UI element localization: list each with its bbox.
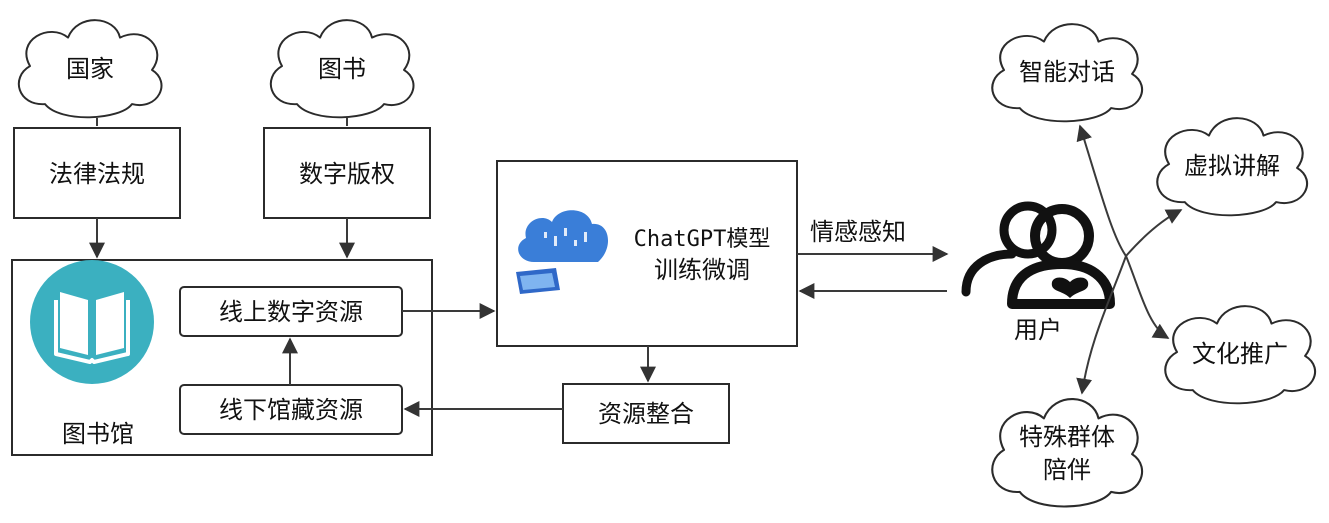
copyright-label: 数字版权 — [299, 160, 395, 188]
online-resources-label: 线上数字资源 — [219, 298, 363, 326]
books-cloud: 图书 — [269, 19, 415, 119]
cloud-computing-icon — [518, 210, 609, 262]
tablet-icon — [516, 268, 560, 294]
offline-resources-label: 线下馆藏资源 — [219, 396, 363, 424]
emotion-label: 情感感知 — [810, 218, 906, 246]
curve-user-special — [1076, 255, 1127, 395]
model-title-line1: ChatGPT模型 — [634, 227, 771, 252]
chat-cloud: 智能对话 — [991, 23, 1144, 123]
books-label: 图书 — [318, 55, 366, 83]
laws-box: 法律法规 — [13, 127, 181, 219]
special-label-line1: 特殊群体 — [1019, 423, 1115, 451]
open-book-icon — [30, 260, 154, 384]
special-group-cloud: 特殊群体 陪伴 — [991, 398, 1144, 508]
copyright-box: 数字版权 — [263, 127, 431, 219]
curve-user-culture — [1125, 255, 1170, 339]
integration-label: 资源整合 — [598, 400, 694, 428]
curve-user-virtual — [1125, 209, 1183, 257]
culture-label: 文化推广 — [1192, 340, 1288, 368]
library-label: 图书馆 — [62, 420, 134, 448]
offline-resources-box: 线下馆藏资源 — [179, 384, 403, 435]
user-label: 用户 — [1014, 316, 1062, 344]
model-box: ChatGPT模型 训练微调 — [496, 160, 798, 347]
model-title-line2: 训练微调 — [654, 256, 750, 284]
integration-box: 资源整合 — [562, 383, 730, 444]
users-heart-icon — [961, 201, 1115, 309]
chat-label: 智能对话 — [1019, 58, 1115, 86]
online-resources-box: 线上数字资源 — [179, 286, 403, 337]
country-label: 国家 — [66, 55, 114, 83]
country-cloud: 国家 — [17, 19, 163, 119]
curve-user-chat — [1076, 124, 1127, 257]
virtual-label: 虚拟讲解 — [1184, 152, 1280, 180]
special-label-line2: 陪伴 — [1043, 456, 1091, 484]
culture-cloud: 文化推广 — [1164, 305, 1317, 405]
virtual-cloud: 虚拟讲解 — [1156, 117, 1309, 217]
laws-label: 法律法规 — [49, 160, 145, 188]
